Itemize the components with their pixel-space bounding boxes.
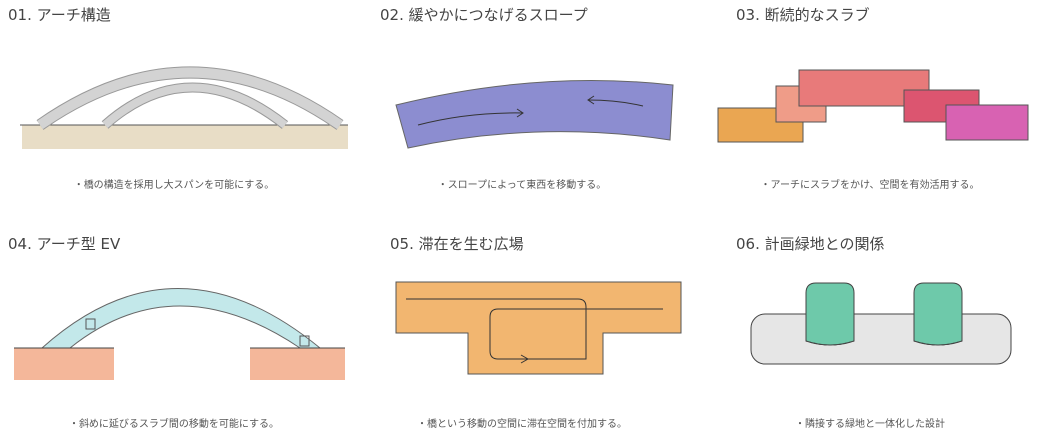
arrow-east — [417, 112, 524, 126]
arrow-west-head — [587, 95, 595, 105]
panel-title: 03. 断続的なスラブ — [736, 6, 870, 24]
plaza-diagram — [395, 281, 682, 375]
panel-slope: 02. 緩やかにつなげるスロープ スロープによって東西を移動する。 — [348, 0, 696, 219]
ev-cab-right — [299, 335, 310, 347]
green-relation-diagram — [750, 282, 1012, 365]
panel-title: 01. アーチ構造 — [8, 6, 111, 24]
slope-band — [395, 80, 674, 149]
panel-plaza: 05. 滞在を生む広場 橋という移動の空間に滞在空間を付加する。 — [348, 219, 696, 438]
arch-ev-diagram — [14, 288, 345, 380]
ev-arch — [40, 288, 322, 349]
slab-diagram — [717, 69, 1029, 143]
arch-structure-diagram — [20, 66, 348, 149]
arrow-east-head — [516, 108, 524, 118]
circulation-arrow — [520, 354, 530, 364]
green-boundary-right — [913, 314, 963, 346]
panel-caption: 斜めに延びるスラブ間の移動を可能にする。 — [0, 415, 348, 430]
panel-green-relation: 06. 計画緑地との関係 隣接する緑地と一体化した設計 — [696, 219, 1044, 438]
panel-title: 05. 滞在を生む広場 — [390, 235, 524, 253]
slab-magenta — [945, 104, 1029, 141]
panel-caption: 橋の構造を採用し大スパンを可能にする。 — [0, 176, 348, 191]
ground — [22, 125, 348, 149]
panel-title: 04. アーチ型 EV — [8, 235, 121, 253]
green-boundary-left — [805, 314, 855, 346]
green-space-left — [805, 282, 855, 346]
panel-slabs: 03. 断続的なスラブ アーチにスラブをかけ、空間を有効活用する。 — [696, 0, 1044, 219]
inner-arch-fill — [102, 83, 288, 129]
panel-caption: スロープによって東西を移動する。 — [348, 176, 696, 191]
slope-diagram — [395, 80, 674, 149]
panel-title: 02. 緩やかにつなげるスロープ — [380, 6, 588, 24]
ground-right — [250, 348, 345, 380]
circulation-path — [406, 298, 663, 360]
panel-caption: 橋という移動の空間に滞在空間を付加する。 — [348, 415, 696, 430]
ev-cab-left — [85, 318, 96, 330]
panel-caption: アーチにスラブをかけ、空間を有効活用する。 — [696, 176, 1044, 191]
ground-left — [14, 348, 114, 380]
arrow-west — [587, 99, 644, 107]
panel-title: 06. 計画緑地との関係 — [736, 235, 885, 253]
green-space-right — [913, 282, 963, 346]
plaza-shape — [395, 281, 682, 375]
panel-caption: 隣接する緑地と一体化した設計 — [696, 415, 1044, 430]
panel-arch-ev: 04. アーチ型 EV 斜めに延びるスラブ間の移動を可能にする。 — [0, 219, 348, 438]
grey-base — [750, 313, 1012, 365]
outer-arch-fill — [37, 67, 343, 130]
panel-arch-structure: 01. アーチ構造 橋の構造を採用し大スパンを可能にする。 — [0, 0, 348, 219]
